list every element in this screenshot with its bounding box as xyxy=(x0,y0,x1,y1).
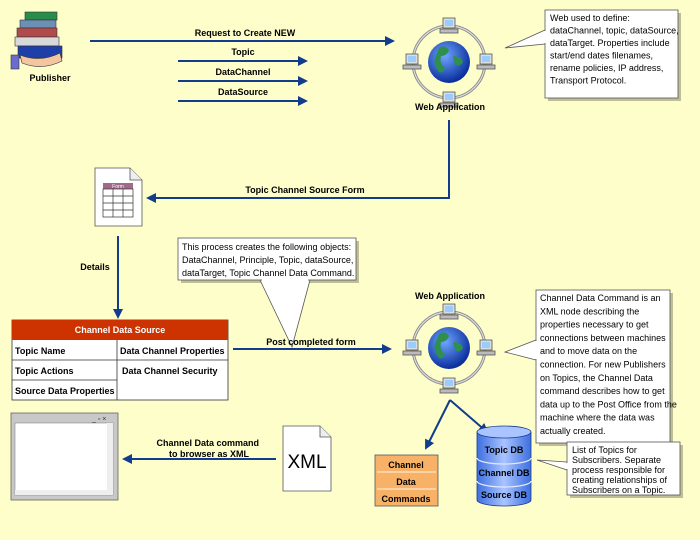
table-cell: Data Channel Properties xyxy=(120,346,225,356)
callout-line: actually created. xyxy=(540,426,606,436)
callout-line: dataTarget. Properties include xyxy=(550,38,670,48)
callout-line: process responsible for xyxy=(572,465,665,475)
callout-line: data up to the Post Office from the xyxy=(540,399,677,409)
db-row: Source DB xyxy=(481,490,528,500)
table-cell: Data Channel Security xyxy=(122,366,218,376)
form-arrow xyxy=(146,120,450,203)
callout-line: Subscribers. Separate xyxy=(572,455,661,465)
svg-text:List of Topics for Subsc: List of Topics for Subscribers. Separate… xyxy=(572,445,670,495)
callout-web: Web used to define: dataChannel, topic, … xyxy=(504,9,681,101)
globe-network-icon xyxy=(403,18,495,107)
callout-line: DataChannel, Principle, Topic, dataSourc… xyxy=(182,255,353,265)
callout-command: Channel Data Command is an XML node desc… xyxy=(503,289,679,446)
table-cell: Source Data Properties xyxy=(15,386,115,396)
svg-text:Web used to define: data: Web used to define: dataChannel, topic, … xyxy=(550,13,681,86)
callout-line: creating relationships of xyxy=(572,475,668,485)
to-db-arrow xyxy=(449,399,489,434)
db-row: Channel DB xyxy=(478,468,530,478)
form-arrow-label: Topic Channel Source Form xyxy=(245,185,364,195)
datachannel-label: DataChannel xyxy=(215,67,270,77)
commands-row: Data xyxy=(396,477,417,487)
callout-line: Subscribers on a Topic. xyxy=(572,485,665,495)
svg-text:Channel Data command to br: Channel Data command to browser as XML xyxy=(156,438,261,459)
callout-db: List of Topics for Subscribers. Separate… xyxy=(536,441,683,498)
publisher-books-icon xyxy=(10,11,63,70)
form-document-icon: Form xyxy=(94,167,143,227)
database-cylinder-icon: Topic DB Channel DB Source DB xyxy=(476,425,532,507)
table-cell: Topic Name xyxy=(15,346,65,356)
callout-line: connection. For new Publishers xyxy=(540,360,666,370)
commands-row: Commands xyxy=(381,494,430,504)
browser-window-icon: _ ▫ × xyxy=(10,412,119,501)
callout-line: dataTarget, Topic Channel Data Command. xyxy=(182,268,354,278)
xml-document-icon: XML xyxy=(282,425,332,492)
callout-line: Transport Protocol. xyxy=(550,76,626,86)
callout-line: start/end dates filenames, xyxy=(550,51,653,61)
callout-line: This process creates the following objec… xyxy=(182,242,351,252)
callout-line: on Topics, the Channel Data xyxy=(540,373,653,383)
channel-data-source-table: Channel Data Source Topic Name Topic Act… xyxy=(11,319,229,401)
topic-label: Topic xyxy=(231,47,254,57)
callout-line: and to move data on the xyxy=(540,346,637,356)
table-title: Channel Data Source xyxy=(75,325,166,335)
callout-line: command describes how to get xyxy=(540,386,665,396)
xml-arrow-label: Channel Data command xyxy=(156,438,259,448)
callout-line: properties necessary to get xyxy=(540,320,649,330)
request-label: Request to Create NEW xyxy=(195,28,296,38)
db-row: Topic DB xyxy=(485,445,524,455)
callout-line: List of Topics for xyxy=(572,445,637,455)
post-label: Post completed form xyxy=(266,337,356,347)
svg-text:Channel Data Command is an: Channel Data Command is an XML node desc… xyxy=(540,293,679,436)
callout-line: Channel Data Command is an xyxy=(540,293,661,303)
datasource-label: DataSource xyxy=(218,87,268,97)
publisher-label: Publisher xyxy=(29,73,71,83)
window-controls-icon: _ ▫ × xyxy=(91,416,106,423)
xml-label: XML xyxy=(287,452,326,473)
form-icon-title: Form xyxy=(112,184,124,190)
xml-arrow-label: to browser as XML xyxy=(169,449,250,459)
globe-network-icon xyxy=(403,304,495,393)
callout-line: XML node describing the xyxy=(540,306,639,316)
commands-row: Channel xyxy=(388,460,424,470)
channel-data-commands-box: Channel Data Commands xyxy=(374,454,439,507)
details-label: Details xyxy=(80,262,110,272)
table-cell: Topic Actions xyxy=(15,366,74,376)
web-app-bottom-label: Web Application xyxy=(415,291,485,301)
callout-line: dataChannel, topic, dataSource, xyxy=(550,26,679,36)
svg-text:This process creates the follo: This process creates the following objec… xyxy=(182,242,356,278)
web-app-top-label: Web Application xyxy=(415,102,485,112)
callout-line: rename policies, IP address, xyxy=(550,63,663,73)
callout-process: This process creates the following objec… xyxy=(177,237,359,349)
to-commands-arrow xyxy=(425,399,451,450)
callout-line: connections between machines xyxy=(540,333,666,343)
callout-line: Web used to define: xyxy=(550,13,630,23)
callout-line: machine where the data was xyxy=(540,413,655,423)
